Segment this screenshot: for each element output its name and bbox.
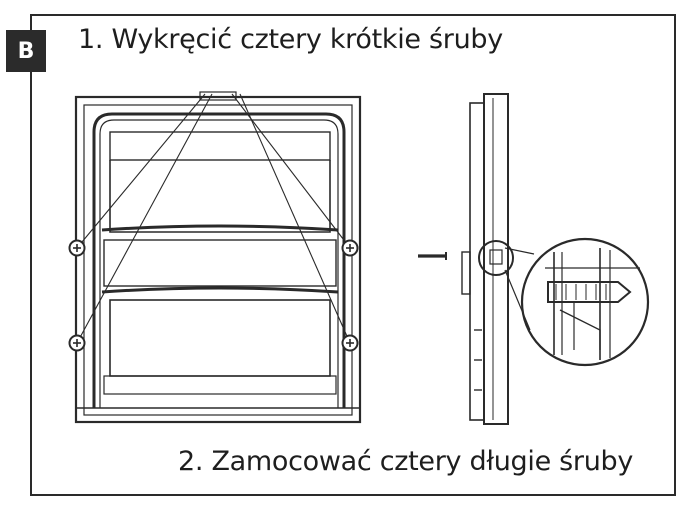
- step-2-instruction: 2. Zamocować cztery długie śruby: [178, 446, 634, 477]
- screw-icon: [341, 239, 359, 257]
- magnifier-detail-icon: [520, 237, 650, 367]
- screw-icon: [341, 334, 359, 352]
- step-badge: B: [6, 30, 46, 72]
- screw-icon: [68, 239, 86, 257]
- step-1-instruction: 1. Wykręcić cztery krótkie śruby: [78, 24, 503, 55]
- door-front-view: [74, 91, 362, 424]
- screw-icon: [68, 334, 86, 352]
- door-side-view: [418, 93, 535, 425]
